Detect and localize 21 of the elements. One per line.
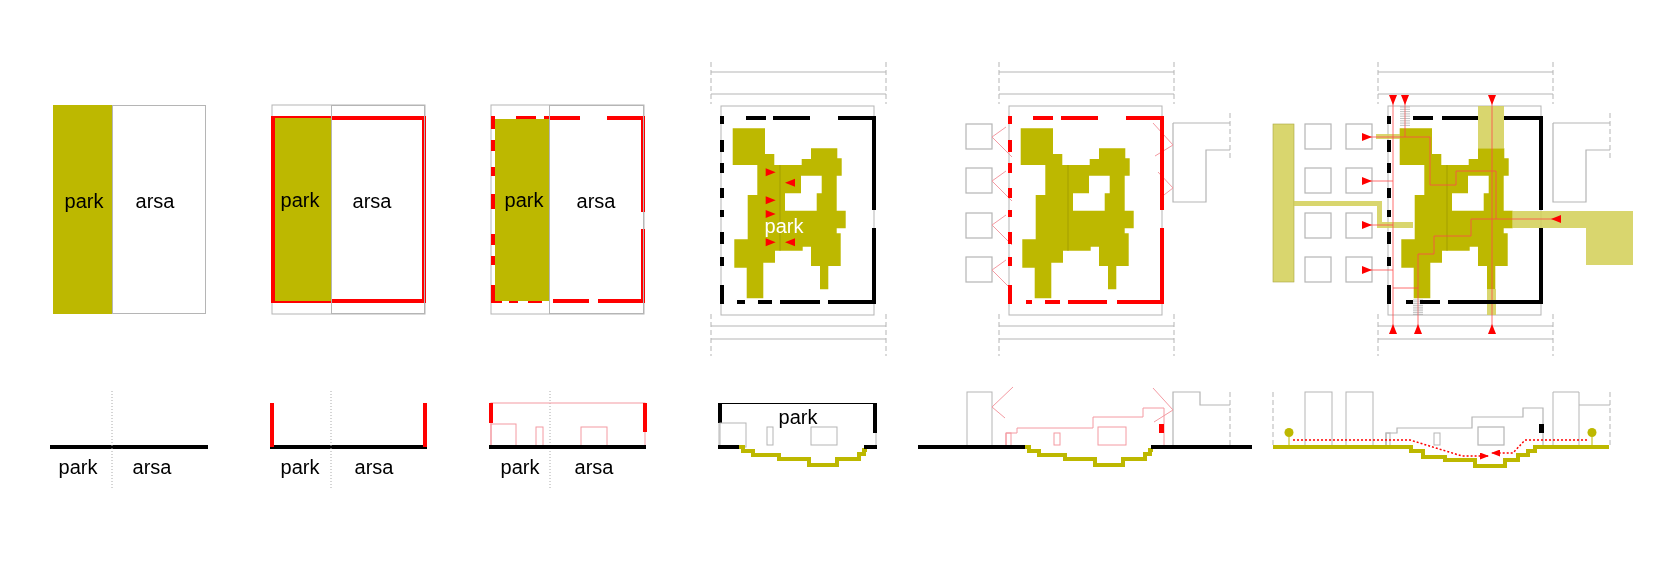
park-area [275,118,331,301]
area-label: park [778,407,818,427]
section-label: park [280,457,320,477]
section-label: park [500,457,540,477]
area-label: park [504,190,544,210]
park-area [495,119,549,301]
area-label: arsa [576,191,616,211]
plot-area [331,105,425,314]
plot-area [112,105,206,314]
section-label: arsa [574,457,614,477]
area-label: arsa [352,191,392,211]
plot-area [549,105,644,314]
park-area [53,105,112,314]
area-label: park [64,191,104,211]
park-area [732,128,846,299]
section-label: park [58,457,98,477]
area-label: park [280,190,320,210]
section-label: arsa [354,457,394,477]
area-label: park [764,216,804,236]
area-label: arsa [135,191,175,211]
section-label: arsa [132,457,172,477]
